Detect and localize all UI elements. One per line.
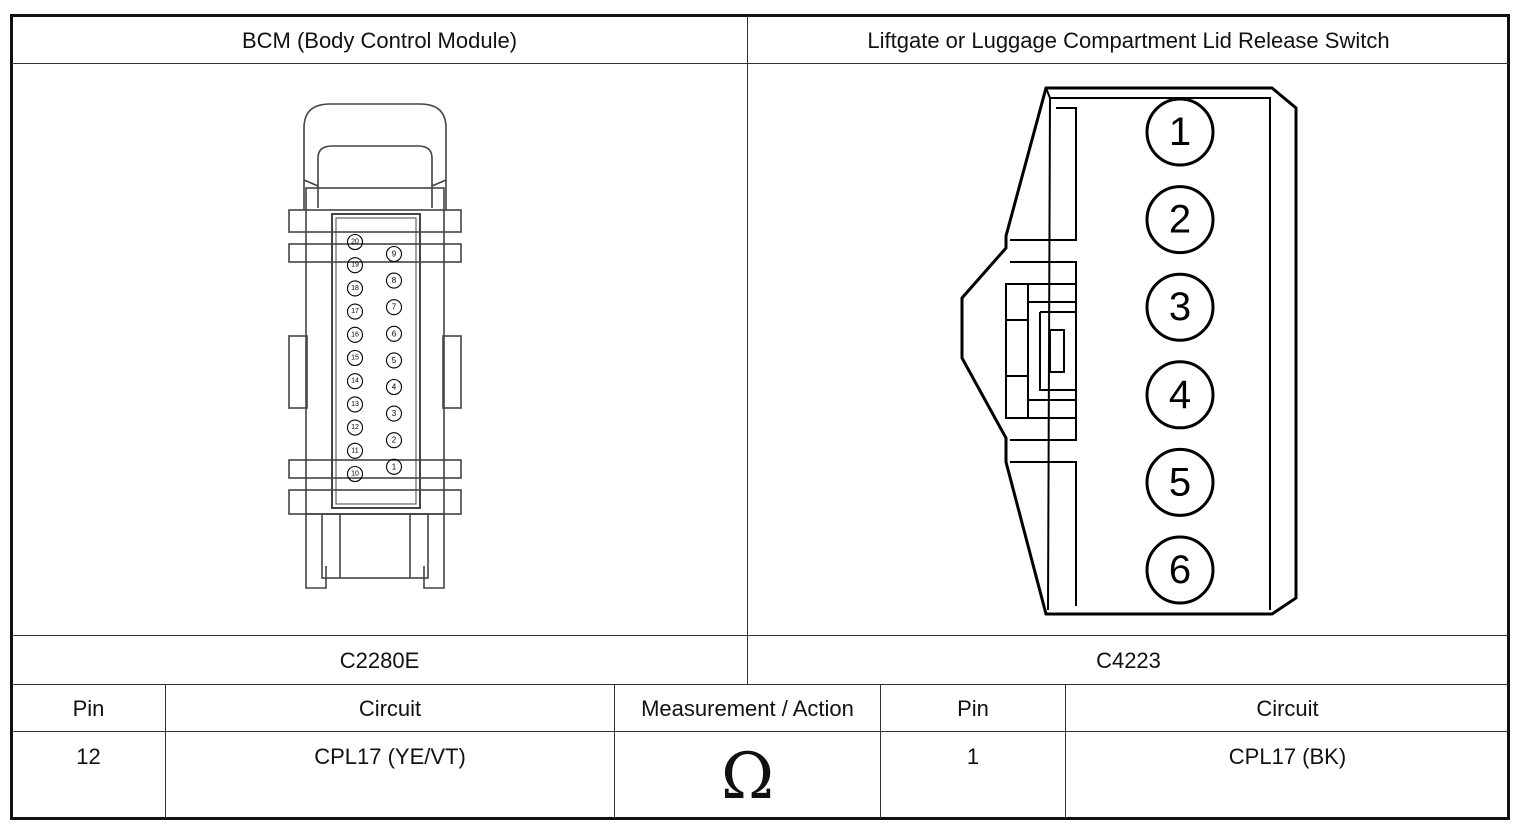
right-connector-id: C4223: [1096, 648, 1161, 673]
divider-connector-id: [12, 684, 1509, 685]
divider-col-1: [165, 684, 166, 818]
row-pin-a: 12: [76, 744, 101, 769]
ohm-icon: Ω: [720, 740, 775, 814]
header-pin-b: Pin: [957, 696, 989, 721]
left-connector-id: C2280E: [339, 648, 420, 673]
divider-header: [12, 63, 1509, 64]
header-circuit-b: Circuit: [1256, 696, 1319, 721]
row-circuit-b: CPL17 (BK): [1228, 744, 1347, 769]
header-circuit-a: Circuit: [358, 696, 422, 721]
divider-col-3: [880, 684, 881, 818]
row-circuit-a: CPL17 (YE/VT): [314, 744, 466, 769]
divider-top-vertical: [747, 16, 748, 684]
divider-col-2: [614, 684, 615, 818]
right-connector-title: Liftgate or Luggage Compartment Lid Rele…: [867, 28, 1390, 53]
divider-table-header: [12, 731, 1509, 732]
row-pin-b: 1: [966, 744, 980, 769]
diagram-frame: [10, 14, 1510, 820]
header-measurement: Measurement / Action: [641, 696, 854, 721]
header-pin-a: Pin: [72, 696, 105, 721]
divider-image-bottom: [12, 635, 1509, 636]
left-connector-title: BCM (Body Control Module): [241, 28, 518, 53]
divider-col-4: [1065, 684, 1066, 818]
